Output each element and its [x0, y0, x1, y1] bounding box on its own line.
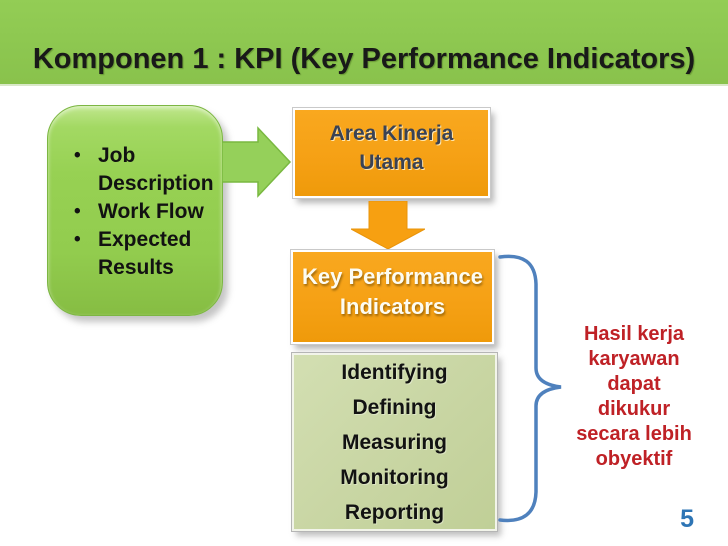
annotation-line: dikukur: [597, 398, 671, 420]
area-kinerja-line: Area Kinerja: [329, 122, 454, 145]
annotation-line: secara lebih: [576, 423, 692, 445]
bullet-label: Job Description: [98, 144, 214, 195]
area-kinerja-line: Utama: [359, 151, 424, 174]
process-box: Identifying Defining Measuring Monitorin…: [292, 353, 497, 531]
annotation-line: karyawan: [588, 348, 680, 370]
bullet-item: Expected Results: [70, 226, 212, 282]
annotation-line: Hasil kerja: [583, 323, 685, 345]
down-arrow-icon: [351, 201, 425, 249]
bullet-item: Job Description: [70, 142, 214, 198]
kpi-box: Key Performance Indicators: [291, 250, 494, 344]
annotation-line: obyektif: [595, 448, 673, 470]
annotation-text: Hasil kerja karyawan dapat dikukur secar…: [558, 322, 710, 472]
process-step: Measuring: [341, 430, 448, 454]
process-step: Defining: [352, 395, 437, 419]
process-step: Identifying: [341, 360, 448, 384]
kpi-line: Indicators: [339, 294, 446, 319]
bullet-item: Work Flow: [70, 198, 212, 226]
kpi-line: Key Performance: [302, 264, 483, 289]
page-number: 5: [680, 505, 694, 533]
right-arrow-icon: [222, 126, 292, 198]
area-kinerja-box: Area Kinerja Utama: [293, 108, 490, 198]
inputs-list: Job Description Work Flow Expected Resul…: [70, 142, 214, 282]
right-curly-brace-icon: [498, 254, 562, 523]
bullet-label: Expected Results: [98, 228, 192, 279]
title-band: Komponen 1 : KPI (Key Performance Indica…: [0, 0, 728, 86]
bullet-label: Work Flow: [98, 200, 204, 223]
inputs-box: Job Description Work Flow Expected Resul…: [47, 105, 223, 316]
slide-title: Komponen 1 : KPI (Key Performance Indica…: [32, 43, 696, 75]
annotation-line: dapat: [607, 373, 661, 395]
process-step: Monitoring: [340, 465, 449, 489]
process-step: Reporting: [344, 500, 445, 524]
